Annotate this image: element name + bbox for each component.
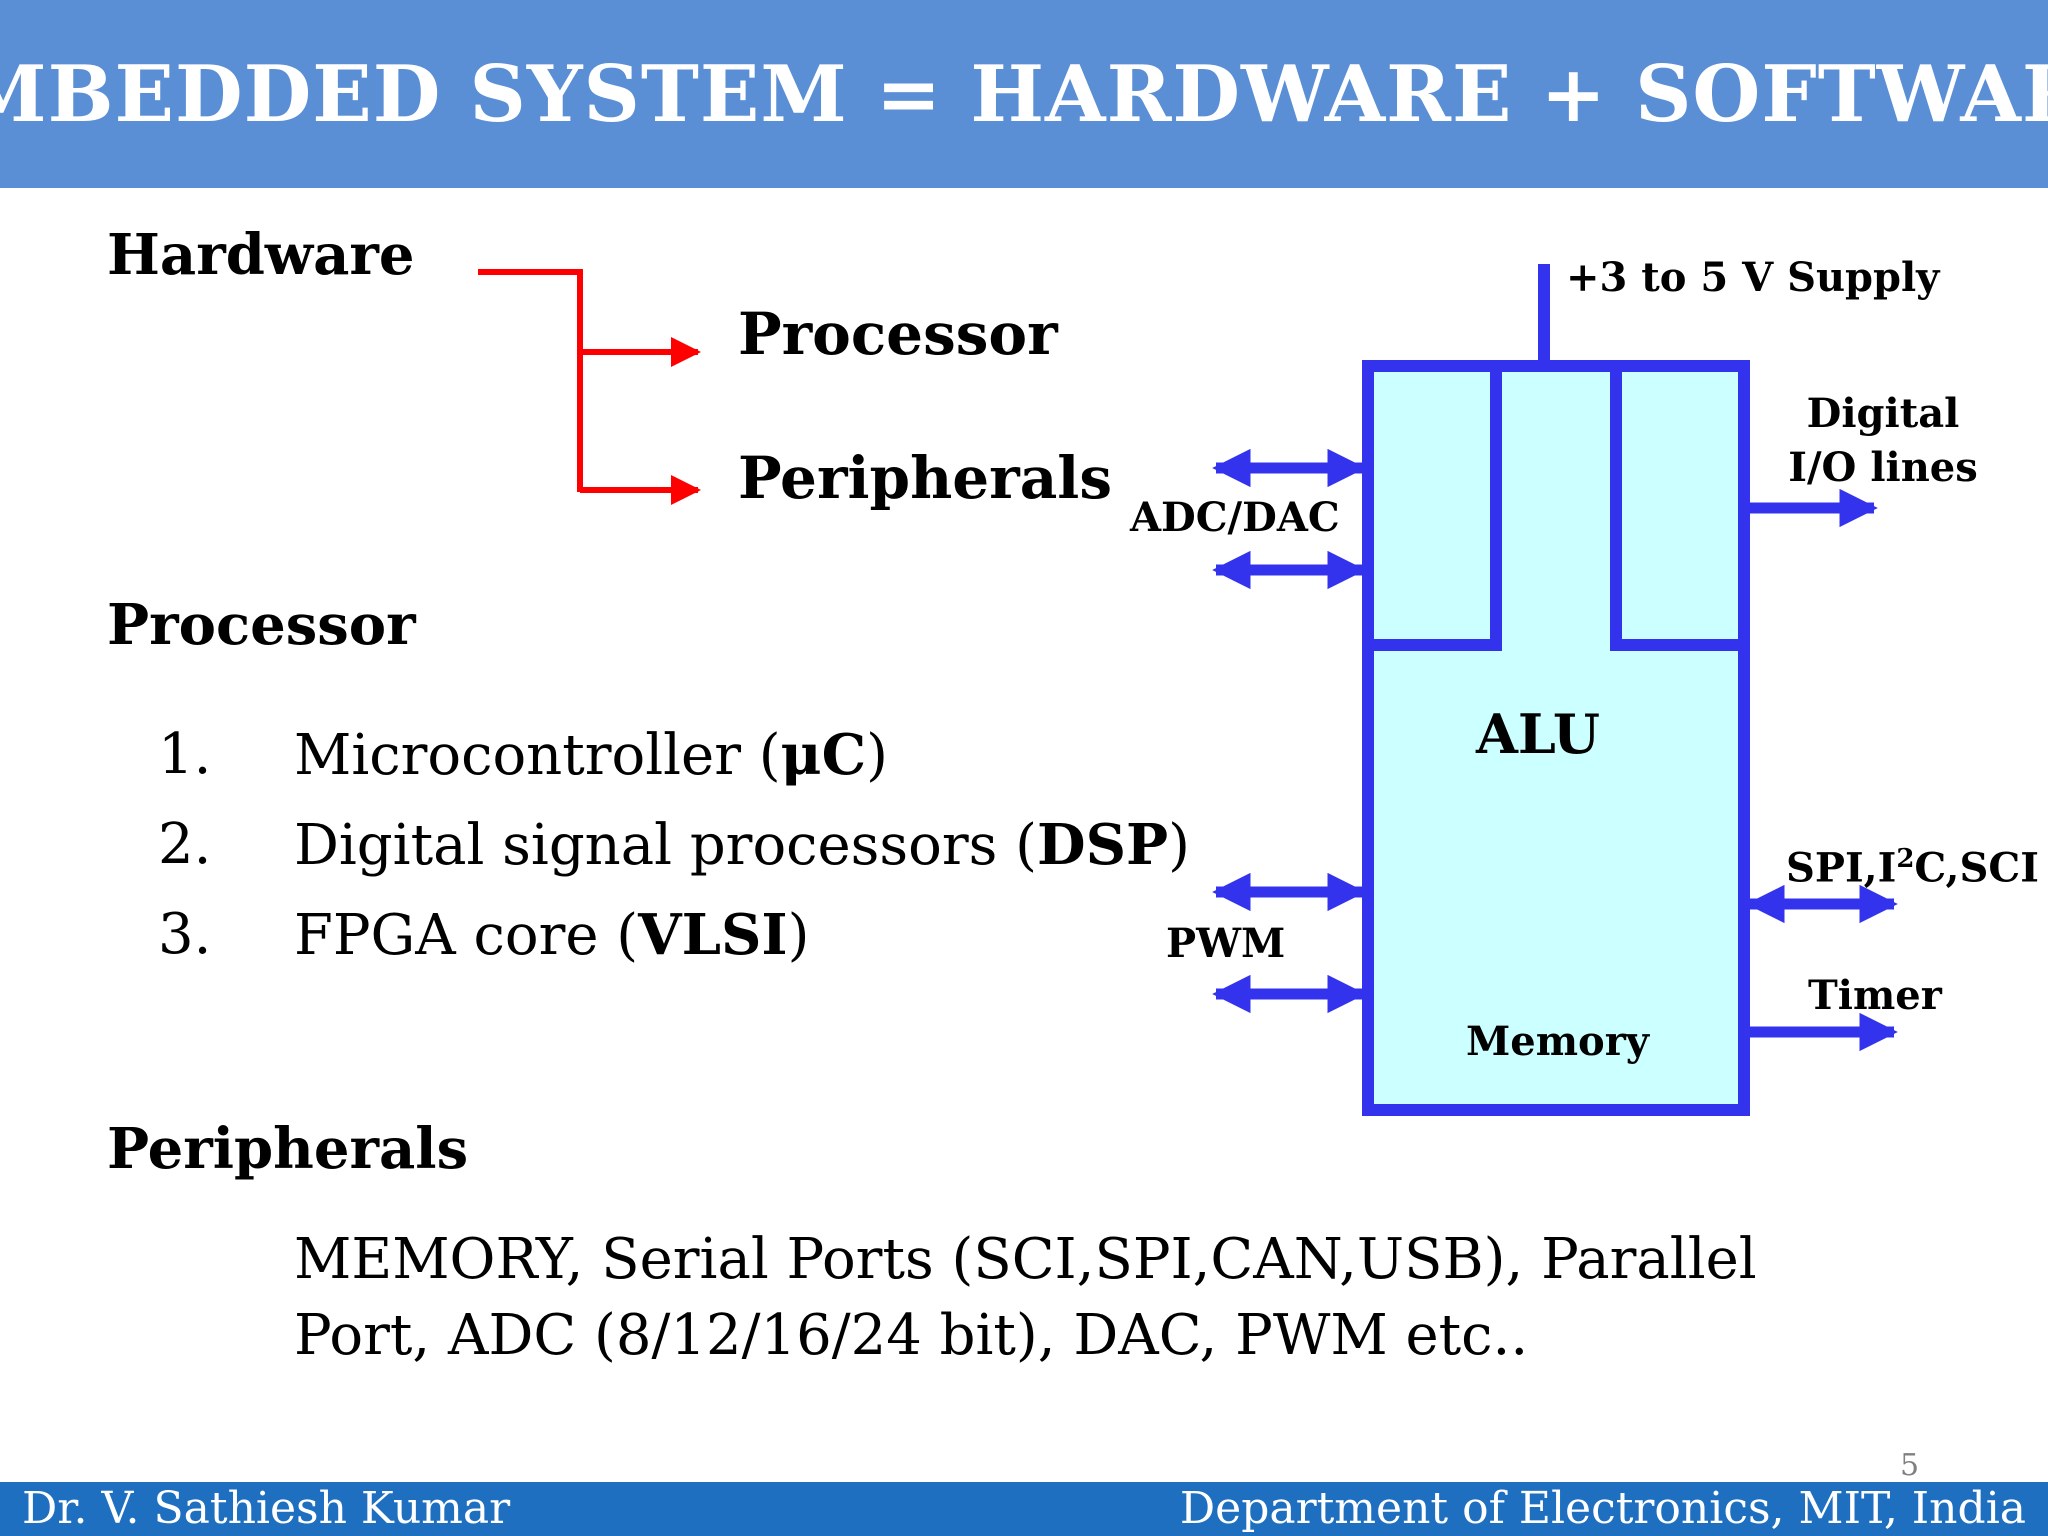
list-number-3: 3. [158, 902, 212, 967]
footer-bar [0, 1482, 2048, 1536]
list-item-dsp: Digital signal processors (DSP) [294, 812, 1190, 878]
page-number: 5 [1900, 1448, 1920, 1483]
hardware-branch-processor: Processor [738, 300, 1058, 368]
supply-label: +3 to 5 V Supply [1566, 254, 1940, 301]
list-item-microcontroller: Microcontroller (μC) [294, 722, 889, 788]
pwm-arrows [1212, 872, 1366, 1014]
hardware-branch-peripherals: Peripherals [738, 444, 1112, 512]
spi-label: SPI,I2C,SCI [1786, 844, 2039, 892]
peripherals-heading: Peripherals [107, 1116, 469, 1182]
slide-title: EMBEDDED SYSTEM = HARDWARE + SOFTWARE [0, 48, 2048, 140]
alu-label: ALU [1476, 702, 1601, 766]
peripherals-line-1: MEMORY, Serial Ports (SCI,SPI,CAN,USB), … [294, 1227, 1757, 1292]
memory-label: Memory [1466, 1018, 1650, 1065]
microcontroller-block [1362, 360, 1750, 1116]
footer-author: Dr. V. Sathiesh Kumar [22, 1483, 511, 1534]
hardware-heading: Hardware [107, 222, 415, 288]
list-item-fpga: FPGA core (VLSI) [294, 902, 810, 968]
peripherals-line-2: Port, ADC (8/12/16/24 bit), DAC, PWM etc… [294, 1303, 1529, 1368]
digital-io-label-line2: I/O lines [1788, 444, 1978, 491]
internal-partitions [1368, 366, 1744, 651]
list-number-2: 2. [158, 812, 212, 877]
digital-io-label-line1: Digital [1806, 390, 1960, 437]
processor-heading: Processor [107, 592, 416, 658]
timer-label: Timer [1808, 972, 1942, 1019]
adc-dac-label: ADC/DAC [1130, 494, 1340, 541]
list-number-1: 1. [158, 722, 212, 787]
title-bar [0, 0, 2048, 188]
adc-dac-arrows [1212, 448, 1366, 590]
footer-department: Department of Electronics, MIT, India [1179, 1483, 2026, 1534]
pwm-label: PWM [1166, 920, 1286, 967]
hardware-tree-arrows [478, 269, 701, 505]
